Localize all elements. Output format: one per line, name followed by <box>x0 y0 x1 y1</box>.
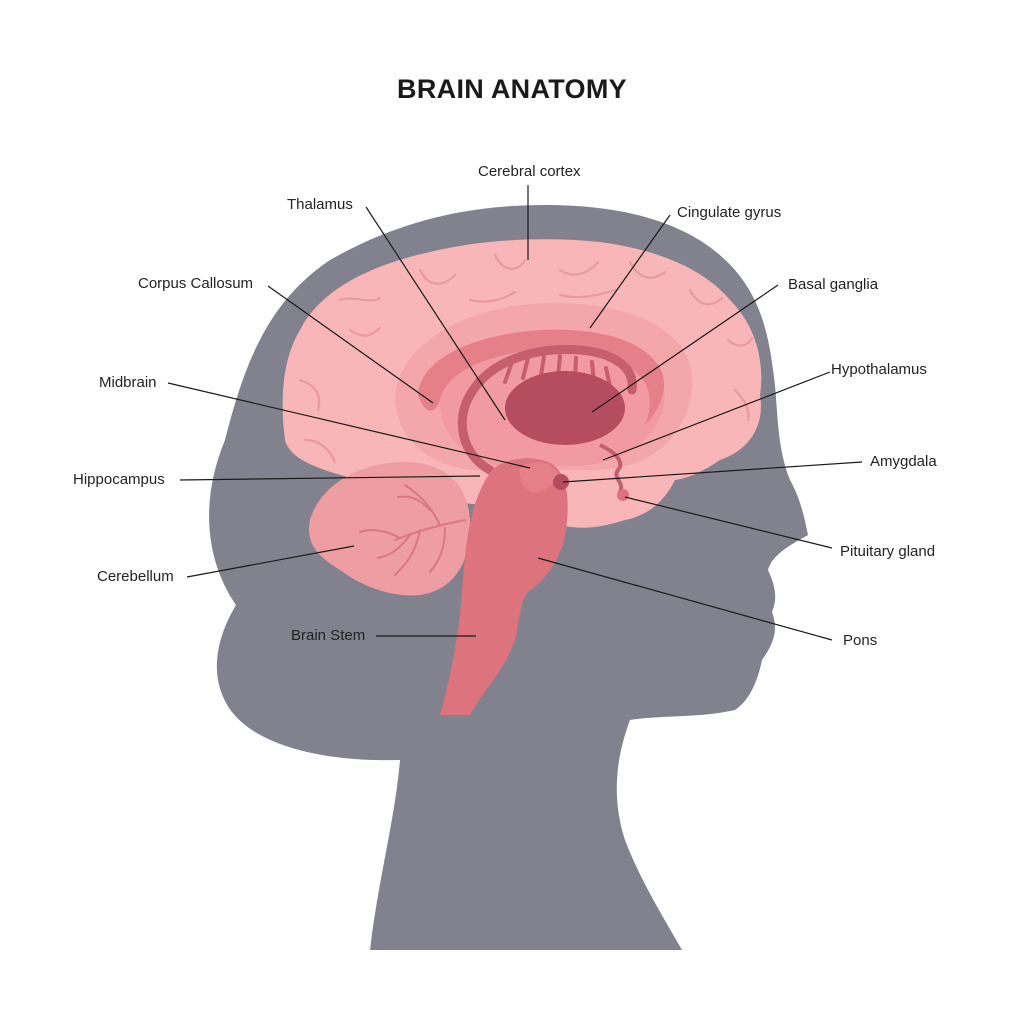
leader-pons <box>537 557 833 641</box>
label-hippocampus: Hippocampus <box>73 471 165 488</box>
amygdala-dot <box>553 474 569 490</box>
label-amygdala: Amygdala <box>870 453 937 470</box>
midbrain <box>519 462 557 493</box>
label-thalamus: Thalamus <box>287 196 353 213</box>
cortex-folds <box>298 253 754 464</box>
label-pituitary-gland: Pituitary gland <box>840 543 935 560</box>
label-corpus-callosum: Corpus Callosum <box>138 275 253 292</box>
label-midbrain: Midbrain <box>99 374 157 391</box>
label-pons: Pons <box>843 632 877 649</box>
leader-basal-ganglia <box>591 284 779 413</box>
cerebellum <box>309 462 471 596</box>
leader-cingulate-gyrus <box>589 214 671 329</box>
leader-amygdala <box>562 461 863 483</box>
label-cerebral-cortex: Cerebral cortex <box>478 163 581 180</box>
leader-cerebellum <box>186 545 355 578</box>
label-basal-ganglia: Basal ganglia <box>788 276 879 293</box>
leader-hippocampus <box>179 475 481 481</box>
leader-midbrain <box>167 382 531 469</box>
diagram-title: BRAIN ANATOMY <box>397 74 627 104</box>
label-hypothalamus: Hypothalamus <box>831 361 927 378</box>
thalamus-mass <box>505 371 625 445</box>
leader-pituitary-gland <box>624 496 833 549</box>
label-cingulate-gyrus: Cingulate gyrus <box>677 204 781 221</box>
leader-hypothalamus <box>602 371 831 461</box>
label-cerebellum: Cerebellum <box>97 568 174 585</box>
brain-stem <box>440 458 568 715</box>
leader-lines <box>167 185 863 641</box>
leader-thalamus <box>365 206 506 421</box>
label-brain-stem: Brain Stem <box>291 627 365 644</box>
cerebellum-arbor <box>359 484 466 576</box>
hypothalamus-curve <box>599 443 624 493</box>
pituitary-dot <box>617 489 629 501</box>
fornix-arch <box>457 345 637 475</box>
leader-corpus-callosum <box>267 285 434 404</box>
